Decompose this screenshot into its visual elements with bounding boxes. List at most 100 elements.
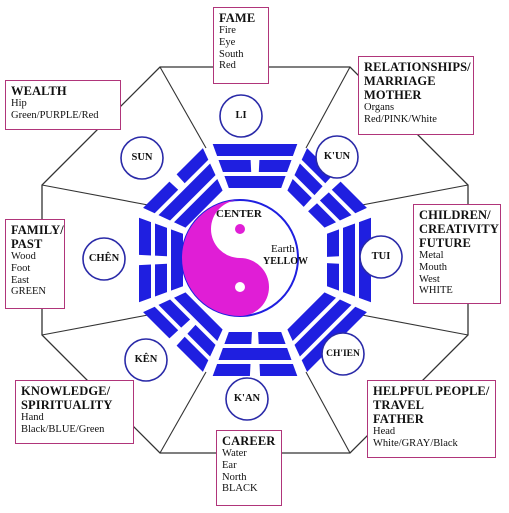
circle-kan bbox=[225, 377, 269, 421]
trigram-bar bbox=[187, 324, 216, 357]
trigram-bar bbox=[155, 223, 167, 257]
children-title: CHILDREN/ bbox=[419, 208, 491, 222]
center-color: YELLOW bbox=[263, 256, 309, 267]
relationships-line: Red/PINK/White bbox=[364, 113, 437, 125]
helpful-people-title: HELPFUL PEOPLE/ bbox=[373, 384, 490, 398]
helpful-people-line: Head bbox=[373, 426, 396, 437]
knowledge-title: KNOWLEDGE/ bbox=[21, 384, 111, 398]
trigram-label-li: LI bbox=[235, 110, 247, 121]
children-title: FUTURE bbox=[419, 236, 471, 250]
trigram-bar bbox=[158, 163, 216, 221]
trigram-label-tui: TUI bbox=[371, 251, 391, 262]
family-box: FAMILY/ PAST Wood Foot East GREEN bbox=[5, 219, 65, 309]
trigram-bars bbox=[139, 144, 371, 376]
family-title: FAMILY/ bbox=[11, 223, 64, 237]
family-line: GREEN bbox=[11, 286, 46, 298]
children-line: Metal bbox=[419, 250, 444, 261]
family-line: East bbox=[11, 274, 30, 286]
trigram-bar bbox=[319, 192, 352, 221]
relationships-line: Organs bbox=[364, 102, 395, 113]
trigram-bar bbox=[176, 336, 209, 372]
helpful-people-title: FATHER bbox=[373, 412, 424, 426]
circle-sun bbox=[120, 136, 164, 180]
children-title: CREATIVITY bbox=[419, 222, 499, 236]
trigram-label-kun: K'UN bbox=[323, 151, 351, 162]
center-element: Earth bbox=[271, 243, 295, 255]
trigram-bar bbox=[139, 217, 151, 256]
children-line: WHITE bbox=[419, 285, 453, 297]
trigram-bar bbox=[327, 263, 339, 291]
trigram-bar bbox=[258, 160, 292, 172]
helpful-people-title: TRAVEL bbox=[373, 398, 425, 412]
helpful-people-line: White/GRAY/Black bbox=[373, 437, 458, 449]
trigram-bar bbox=[287, 179, 312, 207]
relationships-title: MARRIAGE bbox=[364, 74, 436, 88]
career-line: Ear bbox=[222, 459, 237, 471]
trigram-label-ken: KÊN bbox=[134, 354, 158, 365]
trigram-bar bbox=[224, 332, 252, 344]
circle-chien bbox=[321, 332, 365, 376]
family-line: Wood bbox=[11, 251, 36, 262]
trigram-bar bbox=[308, 203, 336, 228]
family-line: Foot bbox=[11, 262, 31, 274]
trigram-bar bbox=[287, 292, 336, 341]
knowledge-box: KNOWLEDGE/ SPIRITUALITY Hand Black/BLUE/… bbox=[15, 380, 134, 444]
trigram-bar bbox=[212, 144, 298, 156]
trigram-bar bbox=[294, 299, 352, 357]
relationships-title: MOTHER bbox=[364, 88, 422, 102]
trigram-label-chien: CH'IEN bbox=[326, 349, 360, 359]
knowledge-line: Hand bbox=[21, 412, 44, 423]
radial-lines bbox=[41, 66, 469, 454]
trigram-bar bbox=[212, 364, 251, 376]
circle-chen bbox=[82, 237, 126, 281]
circle-ken bbox=[124, 338, 168, 382]
fame-line: Red bbox=[219, 60, 236, 72]
trigram-bar bbox=[294, 163, 323, 196]
trigram-bar bbox=[176, 148, 209, 184]
trigram-label-sun: SUN bbox=[131, 152, 153, 163]
trigram-label-chen: CHÊN bbox=[88, 253, 120, 264]
circle-li bbox=[219, 94, 263, 138]
trigram-bar bbox=[258, 332, 286, 344]
trigram-bar bbox=[174, 292, 223, 341]
children-line: West bbox=[419, 273, 440, 285]
trigram-bar bbox=[327, 229, 339, 257]
fame-line: Fire bbox=[219, 25, 236, 36]
career-line: BLACK bbox=[222, 483, 258, 495]
trigram-bar bbox=[143, 306, 179, 339]
wealth-title: WEALTH bbox=[11, 84, 67, 98]
wealth-box: WEALTH Hip Green/PURPLE/Red bbox=[5, 80, 121, 130]
helpful-people-box: HELPFUL PEOPLE/ TRAVEL FATHER Head White… bbox=[367, 380, 496, 458]
trigram-bar bbox=[139, 264, 151, 303]
trigram-bar bbox=[158, 299, 191, 328]
career-title: CAREER bbox=[222, 434, 276, 448]
trigram-bar bbox=[259, 364, 298, 376]
relationships-box: RELATIONSHIPS/ MARRIAGE MOTHER Organs Re… bbox=[358, 56, 474, 135]
family-title: PAST bbox=[11, 237, 43, 251]
children-box: CHILDREN/ CREATIVITY FUTURE Metal Mouth … bbox=[413, 204, 501, 304]
relationships-title: RELATIONSHIPS/ bbox=[364, 60, 471, 74]
circle-kun bbox=[315, 135, 359, 179]
trigram-bar bbox=[218, 160, 252, 172]
career-box: CAREER Water Ear North BLACK bbox=[216, 430, 282, 506]
circle-tui bbox=[359, 235, 403, 279]
career-line: Water bbox=[222, 448, 247, 459]
trigram-bar bbox=[218, 348, 292, 360]
trigram-bar bbox=[331, 181, 367, 214]
fame-line: Eye bbox=[219, 36, 236, 48]
fame-box: FAME Fire Eye South Red bbox=[213, 7, 269, 84]
trigram-bar bbox=[174, 179, 223, 228]
trigram-label-kan: K'AN bbox=[233, 393, 261, 404]
trigram-bar bbox=[155, 263, 167, 297]
yin-yang-symbol bbox=[181, 199, 299, 317]
career-line: North bbox=[222, 471, 247, 483]
children-line: Mouth bbox=[419, 261, 448, 273]
fame-title: FAME bbox=[219, 11, 256, 25]
wealth-line: Hip bbox=[11, 98, 27, 109]
fame-line: South bbox=[219, 48, 244, 60]
trigram-bar bbox=[143, 181, 179, 214]
trigram-bar bbox=[171, 229, 183, 291]
center-title: CENTER bbox=[216, 208, 262, 220]
knowledge-line: Black/BLUE/Green bbox=[21, 423, 105, 435]
